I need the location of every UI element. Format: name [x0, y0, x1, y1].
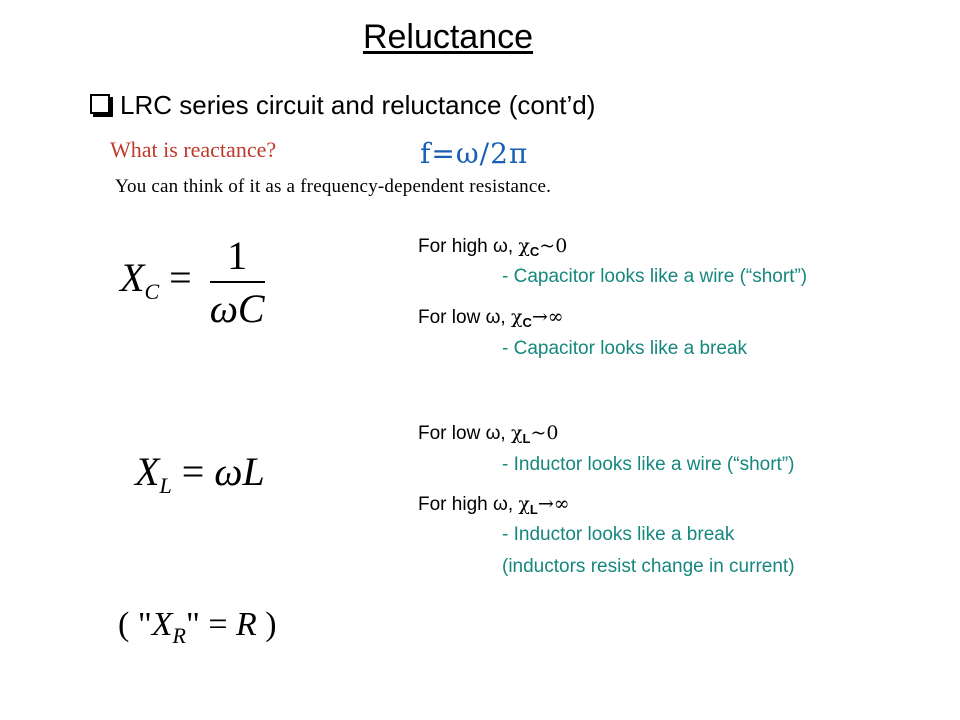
xc-symbol: XC: [120, 255, 160, 305]
xl-equals: =: [181, 449, 205, 494]
inductive-reactance-equation: XL = ωL: [135, 448, 265, 499]
xc-numerator: 1: [227, 233, 248, 278]
frequency-relation: f=ω/2π: [420, 137, 529, 170]
xc-equals: =: [169, 255, 192, 301]
capacitor-low-omega: For low ω, χC→∞: [418, 306, 564, 330]
inductor-low-omega: For low ω, χL~0: [418, 422, 559, 446]
capacitive-reactance-equation: XC = 1 ωC: [120, 232, 265, 332]
reactance-description: You can think of it as a frequency-depen…: [115, 176, 552, 197]
inductor-high-omega: For high ω, χL→∞: [418, 493, 570, 517]
xc-fraction: 1 ωC: [209, 232, 265, 332]
inductor-high-note-detail: (inductors resist change in current): [502, 556, 795, 577]
section-heading: LRC series circuit and reluctance (cont’…: [120, 90, 596, 120]
inductor-high-note: - Inductor looks like a break: [502, 524, 735, 545]
capacitor-high-note: - Capacitor looks like a wire (“short”): [502, 266, 808, 287]
xl-rhs: ωL: [214, 449, 265, 494]
capacitor-high-omega: For high ω, χC~0: [418, 235, 568, 259]
xl-symbol: XL: [135, 449, 172, 498]
slide-title: Reluctance: [362, 18, 534, 56]
inductor-low-note: - Inductor looks like a wire (“short”): [502, 454, 795, 475]
xc-denominator: ωC: [209, 286, 265, 331]
capacitor-low-note: - Capacitor looks like a break: [502, 338, 747, 359]
fraction-bar: [209, 281, 265, 283]
reactance-question: What is reactance?: [110, 137, 277, 162]
resistance-equation: ( "XR" = R ): [118, 606, 277, 648]
checkbox-bullet-icon: [90, 94, 110, 114]
